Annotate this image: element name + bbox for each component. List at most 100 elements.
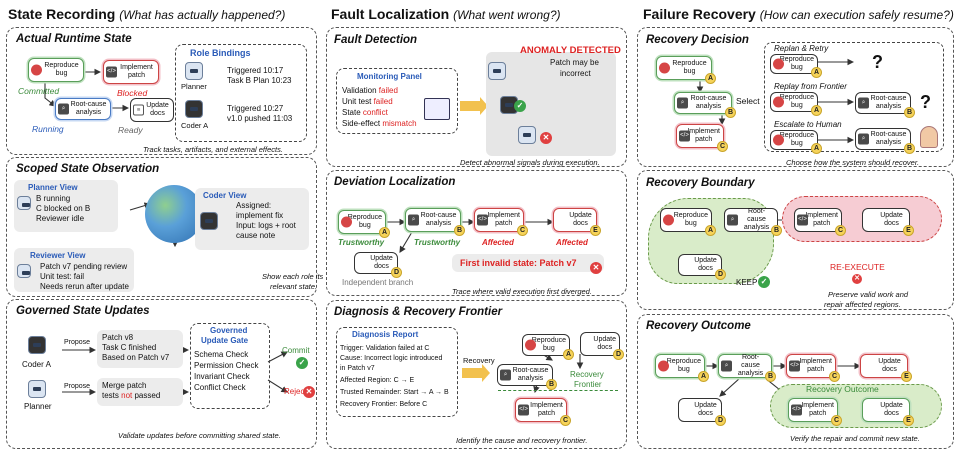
monitor-line4: Side-effect mismatch	[342, 119, 417, 128]
col2-s2-caption: Trace where valid execution first diverg…	[452, 287, 592, 296]
cv-line4: cause note	[236, 231, 276, 240]
col1-s2-caption2: relevant state.	[270, 282, 318, 291]
node-reproduce-bug: Reproduce bug	[28, 58, 84, 82]
reviewer-view-box	[14, 248, 134, 292]
recovery-outcome-label: Recovery Outcome	[806, 384, 879, 394]
node-update-docs: ≡Update docs	[130, 98, 174, 122]
col2-s1-caption: Detect abnormal signals during execution…	[460, 158, 600, 167]
col3-section1-panel	[637, 27, 954, 167]
first-invalid-box	[452, 254, 604, 272]
question-mark-2: ?	[920, 92, 931, 112]
globe-icon	[145, 185, 203, 243]
node-root-cause: ⌕Root-cause analysis	[55, 98, 111, 120]
proposal-2-line2: tests not passed	[102, 391, 161, 400]
proposal-2-line1: Merge patch	[102, 381, 147, 390]
bug-icon	[525, 339, 536, 351]
reject-label: Reject	[284, 387, 307, 396]
proposal-1-line2: Task C finished	[102, 343, 157, 352]
rv-line2: Unit test: fail	[40, 272, 85, 281]
planner-robot-icon-2	[28, 380, 46, 398]
monitoring-panel-box	[336, 68, 458, 134]
code-icon: </>	[797, 214, 808, 226]
check-icon: ✓	[296, 357, 308, 369]
recovery-arrow	[462, 364, 490, 382]
planner-view-title: Planner View	[28, 183, 78, 192]
search-icon: ⌕	[727, 214, 738, 226]
col2-title: Fault Localization	[331, 6, 450, 22]
col3-s2-title: Recovery Boundary	[646, 177, 755, 189]
col1-section3-panel	[6, 299, 317, 449]
role-planner: Planner	[181, 82, 207, 91]
col3-s2-caption2: repair affected regions.	[824, 300, 901, 309]
bug-icon	[658, 360, 669, 372]
keep-label: KEEP	[736, 278, 758, 287]
option-replan: Replan & Retry	[774, 44, 829, 53]
bug-icon	[663, 214, 674, 226]
pv-line1: B running	[36, 194, 71, 203]
node-implement-patch: </>Implement patch	[103, 60, 159, 84]
proposal-1-line3: Based on Patch v7	[102, 353, 170, 362]
code-icon: </>	[789, 360, 800, 372]
col3-s3-caption: Verify the repair and commit new state.	[790, 434, 920, 443]
rv-line1: Patch v7 pending review	[40, 262, 128, 271]
gate-check-2: Permission Check	[194, 361, 259, 370]
col1-subtitle: (What has actually happened?)	[119, 8, 286, 22]
search-icon: ⌕	[408, 214, 419, 226]
anomaly-x-icon: ✕	[540, 132, 552, 144]
planner-view-box	[14, 180, 118, 232]
first-invalid-x-icon: ✕	[590, 262, 602, 274]
select-label: Select	[736, 96, 760, 106]
diag-line5: Trusted Remainder: Start → A → B	[340, 389, 449, 396]
recovery-label: Recovery	[463, 356, 495, 365]
planner-robot-icon	[185, 62, 203, 80]
diagnosis-report-box	[336, 327, 458, 417]
code-icon: </>	[791, 404, 802, 416]
monitor-chart-icon	[424, 98, 450, 120]
diag-line6: Recovery Frontier: Before C	[340, 401, 428, 408]
proposal-1-line1: Patch v8	[102, 333, 134, 342]
rv-line3: Needs rerun after update	[40, 282, 129, 291]
detect-arrow	[460, 97, 488, 115]
col3-header: Failure Recovery (How can execution safe…	[643, 6, 954, 22]
col3-section3-panel	[637, 314, 954, 449]
col2-s1-title: Fault Detection	[334, 34, 418, 46]
bug-icon	[659, 62, 670, 74]
col1-s2-title: Scoped State Observation	[16, 163, 160, 175]
proposal-1-box	[97, 330, 183, 368]
gate-title-1: Governed	[210, 326, 248, 335]
col3-s2-caption1: Preserve valid work and	[828, 290, 909, 299]
label-affected-1: Affected	[482, 238, 514, 247]
anomaly-detected-label: ANOMALY DETECTED	[520, 45, 621, 56]
gate-check-4: Conflict Check	[194, 383, 246, 392]
col1-s2-caption1: Show each role its	[262, 272, 324, 281]
patch-may-be-2: incorrect	[560, 69, 591, 78]
col2-s3-title: Diagnosis & Recovery Frontier	[334, 306, 503, 318]
cv-line2: implement fix	[236, 211, 284, 220]
search-icon: ⌕	[58, 103, 69, 115]
role-bindings-box	[175, 44, 307, 142]
monitor-line2: Unit test failed	[342, 97, 393, 106]
col1-s1-title: Actual Runtime State	[16, 33, 132, 45]
planner-view-robot-icon	[17, 196, 31, 210]
label-blocked: Blocked	[117, 88, 148, 98]
recovery-frontier-line	[498, 390, 618, 391]
diag-line1: Trigger: Validation failed at C	[340, 345, 430, 352]
coder-a-robot-icon	[28, 336, 46, 354]
col3-s1-caption: Choose how the system should recover.	[786, 158, 920, 167]
search-icon: ⌕	[721, 360, 732, 372]
